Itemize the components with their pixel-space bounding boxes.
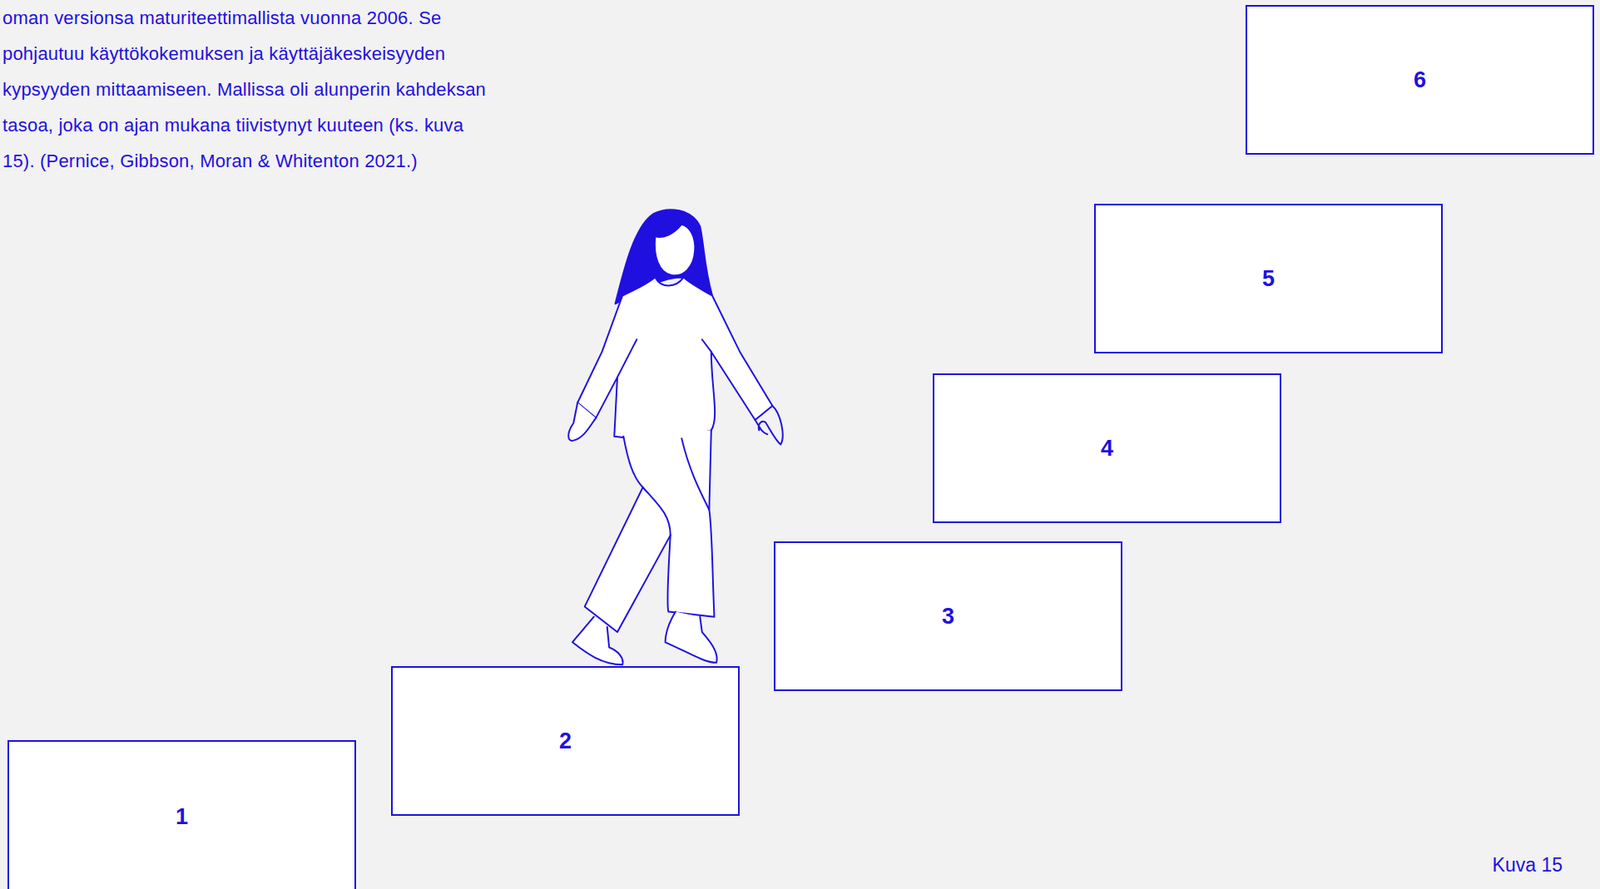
step-box: 6 <box>1245 4 1595 155</box>
step-box: 5 <box>1094 203 1443 354</box>
step-number: 4 <box>1100 435 1114 462</box>
figure-caption: Kuva 15 <box>1492 854 1563 877</box>
step-box: 3 <box>773 541 1123 692</box>
step-box: 2 <box>391 666 740 817</box>
step-box: 1 <box>7 740 357 889</box>
body-text: oman versionsa maturiteettimallista vuon… <box>2 0 494 179</box>
step-number: 3 <box>941 604 955 630</box>
step-number: 6 <box>1413 67 1427 94</box>
step-number: 1 <box>175 804 189 831</box>
step-box: 4 <box>932 373 1282 524</box>
step-number: 5 <box>1262 266 1275 293</box>
step-number: 2 <box>559 728 572 755</box>
